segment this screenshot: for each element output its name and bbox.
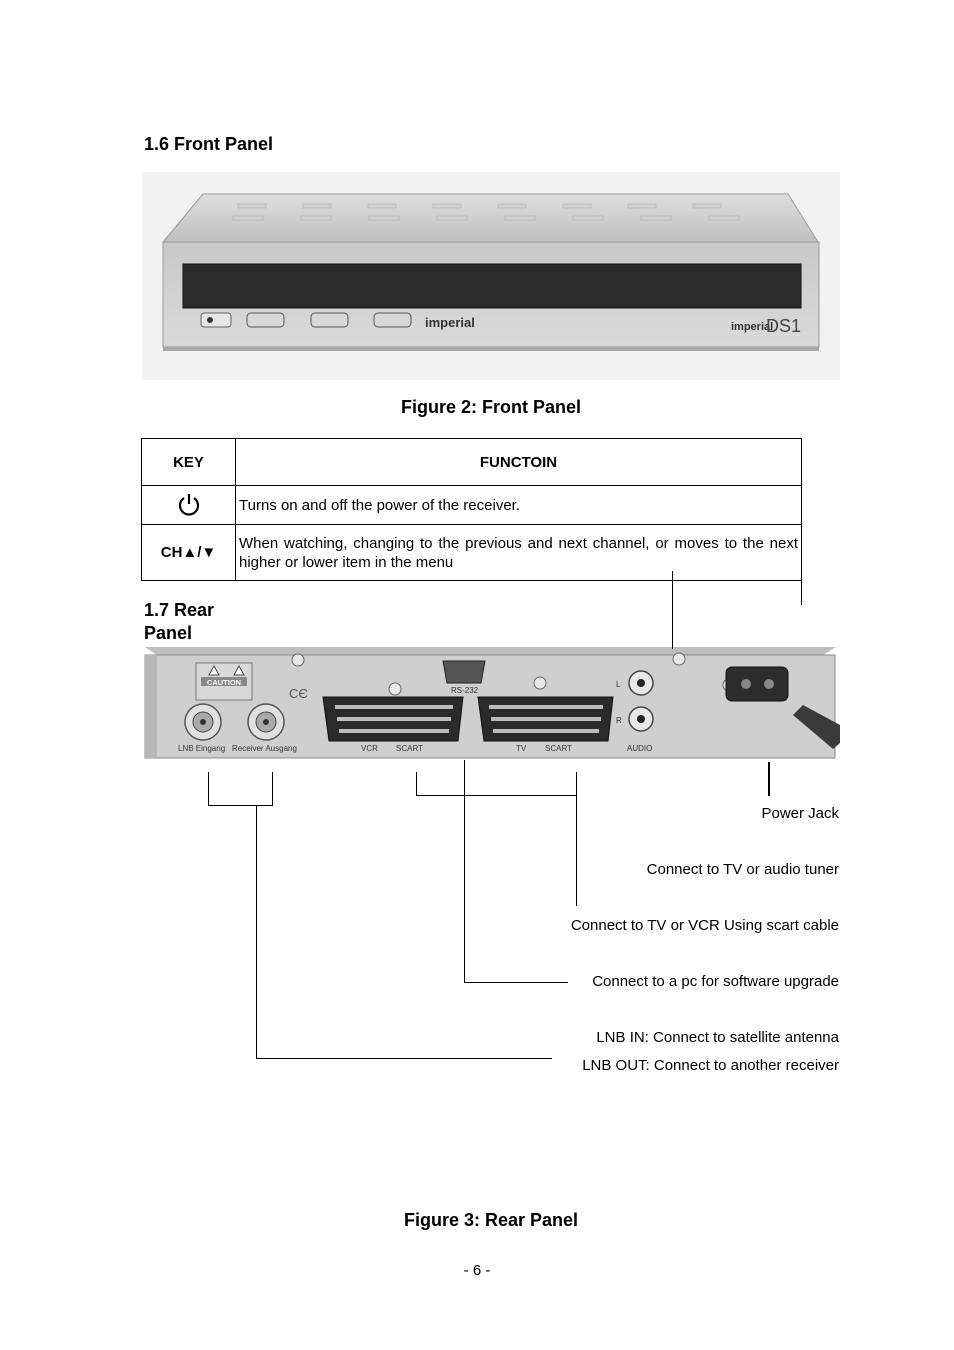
scart1-label: SCART	[396, 744, 423, 753]
figure3-caption: Figure 3: Rear Panel	[403, 1210, 579, 1230]
audio-label: AUDIO	[627, 744, 652, 753]
front-model-label: DS1	[766, 316, 801, 336]
power-icon	[178, 494, 199, 516]
front-panel-image: imperial imperial DS1	[143, 172, 840, 380]
caution-label: CAUTION	[207, 678, 241, 687]
lnb-leader-line	[208, 772, 209, 806]
callout-rs232: Connect to a pc for software upgrade	[592, 973, 839, 990]
front-model-brand-label: imperial	[731, 321, 773, 333]
scart-leader-line	[416, 795, 577, 796]
callout-scart: Connect to TV or VCR Using scart cable	[570, 917, 839, 934]
header-key: KEY	[141, 438, 236, 486]
audio-r-label: R	[616, 716, 622, 725]
figure2-caption: Figure 2: Front Panel	[400, 397, 582, 417]
callout-power-jack: Power Jack	[761, 805, 839, 822]
scart2-label: SCART	[545, 744, 572, 753]
table-header-row: KEY FUNCTOIN	[141, 438, 802, 486]
power-key-cell	[141, 485, 236, 525]
header-function: FUNCTOIN	[235, 438, 802, 486]
lnb-leader-line	[208, 805, 273, 806]
power-jack-leader-line	[768, 762, 770, 796]
tv-label: TV	[516, 744, 527, 753]
channel-key-label: CH▲/▼	[141, 524, 236, 581]
lnb-leader-line	[256, 1058, 552, 1059]
front-brand-label: imperial	[425, 315, 475, 330]
power-function-text: Turns on and off the power of the receiv…	[235, 485, 802, 525]
table-row: CH▲/▼ When watching, changing to the pre…	[141, 524, 802, 581]
table-edge-line	[801, 581, 802, 605]
table-row: Turns on and off the power of the receiv…	[141, 485, 802, 525]
callout-lnb-in: LNB IN: Connect to satellite antenna	[596, 1029, 839, 1046]
rs232-leader-line	[464, 982, 568, 983]
channel-function-text: When watching, changing to the previous …	[235, 524, 802, 581]
rs232-leader-line	[464, 760, 465, 983]
scart-leader-line	[576, 772, 577, 906]
audio-leader-line	[672, 571, 673, 649]
callout-audio: Connect to TV or audio tuner	[646, 861, 839, 878]
audio-l-label: L	[616, 680, 621, 689]
callout-lnb-out: LNB OUT: Connect to another receiver	[582, 1057, 839, 1074]
vcr-label: VCR	[361, 744, 378, 753]
lnb-in-label: LNB Eingang	[178, 744, 225, 753]
key-function-table: KEY FUNCTOIN Turns on and off the power …	[141, 438, 802, 581]
lnb-leader-line	[272, 772, 273, 806]
section-heading-front-panel: 1.6 Front Panel	[144, 134, 274, 154]
svg-text:CЄ: CЄ	[289, 686, 308, 701]
page-number: - 6 -	[463, 1262, 491, 1279]
rear-panel-image: CAUTION CЄ LNB Eingang Receiver Ausgang …	[143, 645, 840, 761]
scart-leader-line	[416, 772, 417, 796]
receiver-out-label: Receiver Ausgang	[232, 744, 297, 753]
section-heading-rear-panel: 1.7 Rear Panel	[144, 600, 215, 643]
lnb-leader-line	[256, 805, 257, 1059]
rs232-label: RS-232	[451, 686, 479, 695]
